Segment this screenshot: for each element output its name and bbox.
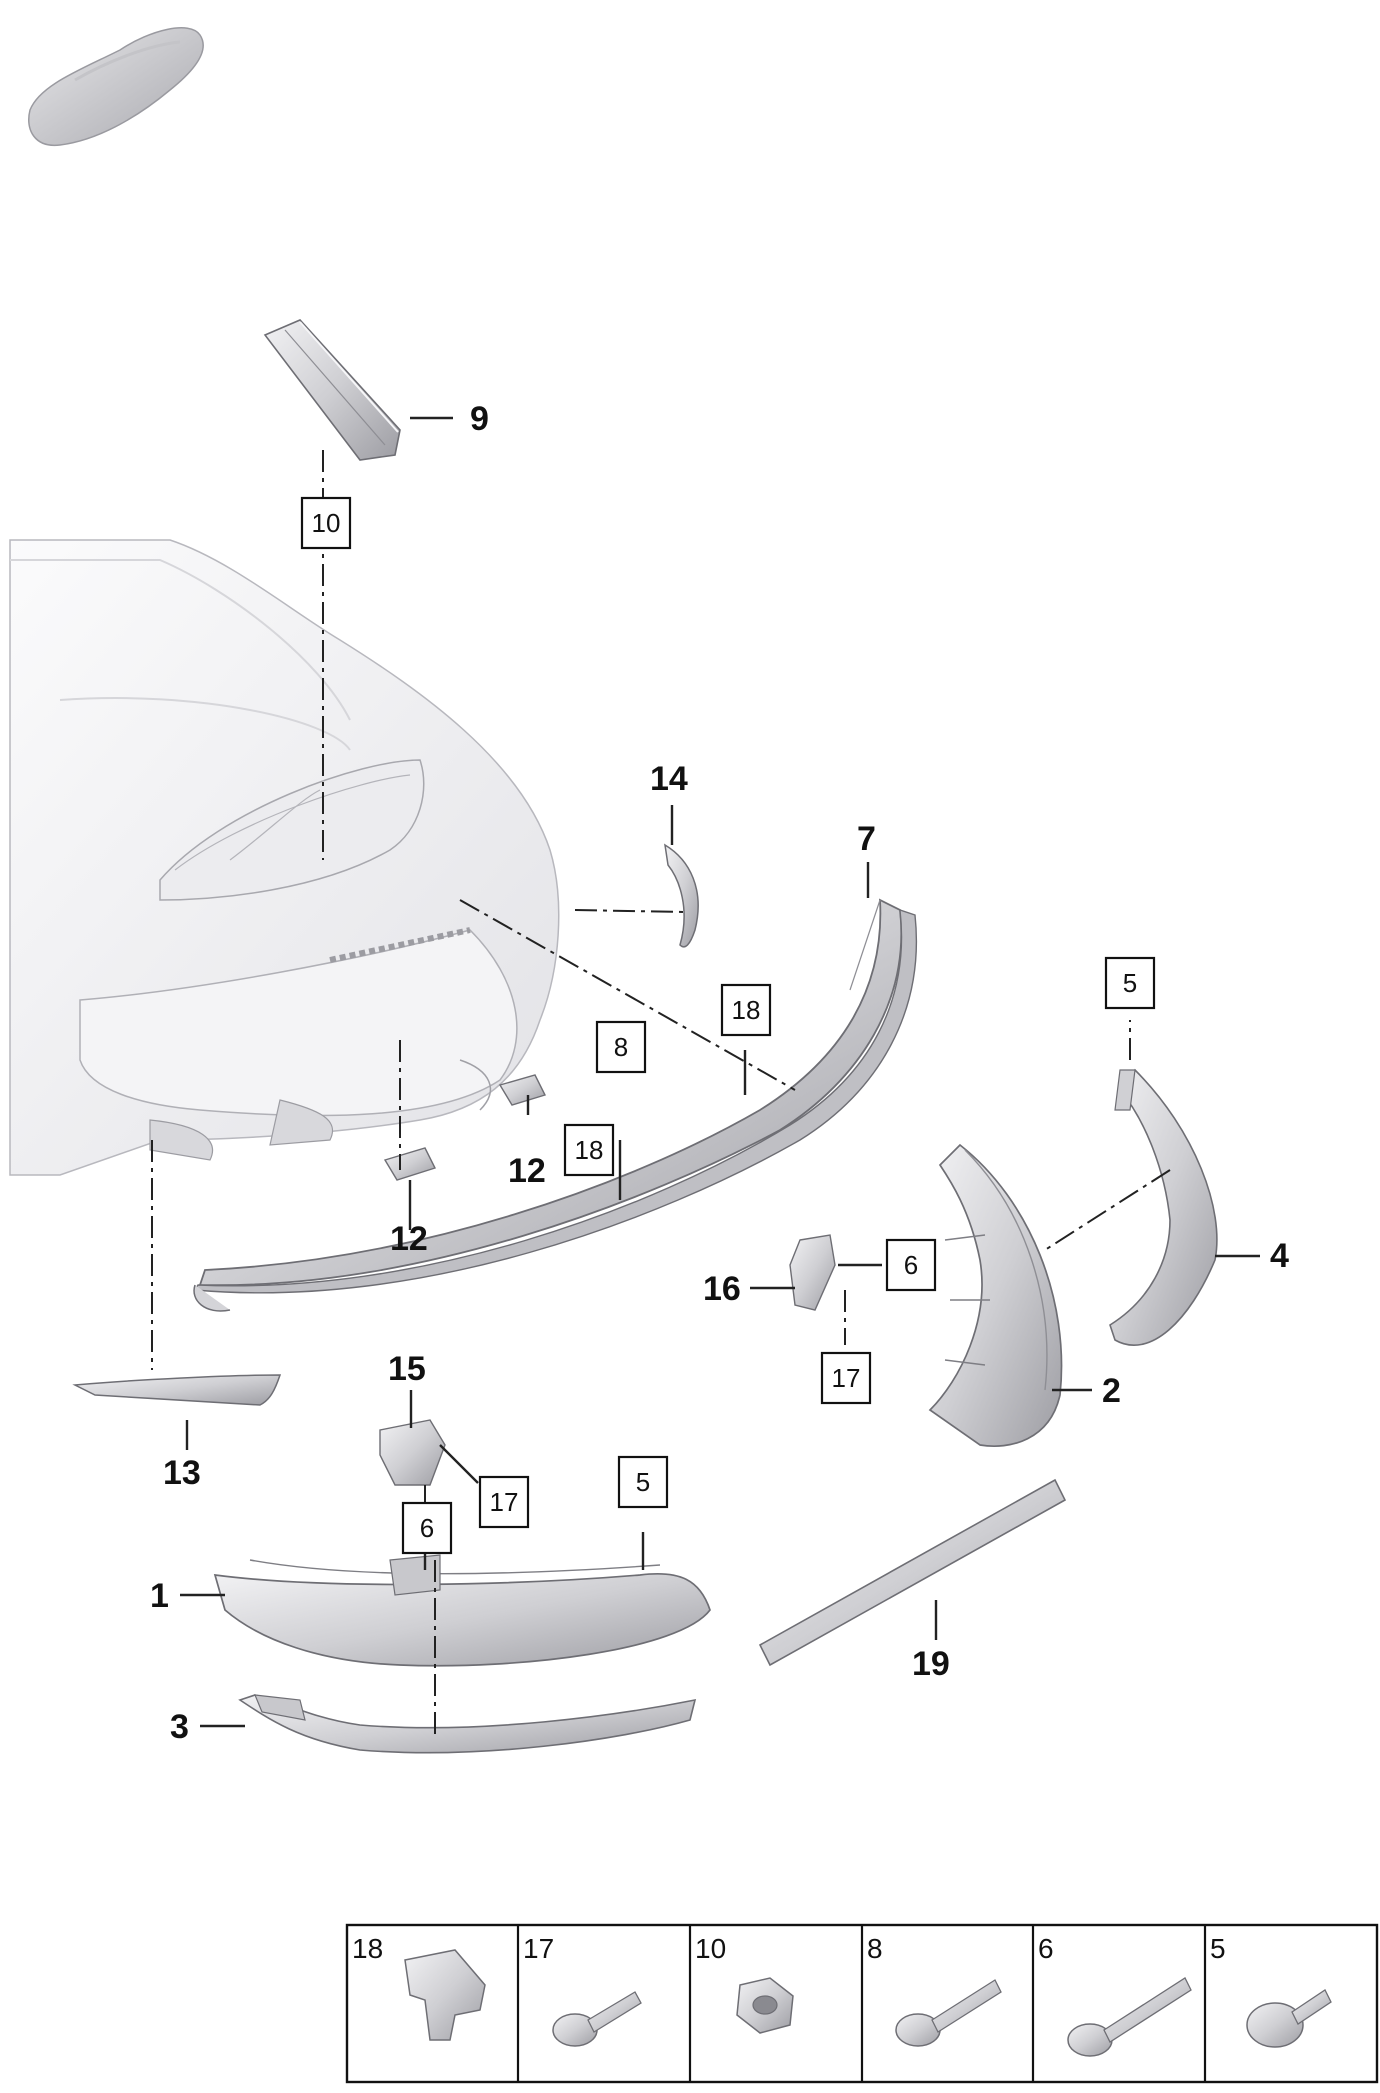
- callout-4: 4: [1270, 1237, 1289, 1275]
- part-9-trim-strip: [263, 319, 401, 461]
- callout-13: 13: [163, 1454, 201, 1492]
- callout-1: 1: [150, 1577, 169, 1615]
- boxed-ref-5-lower: 5: [636, 1467, 650, 1497]
- part-4-outer-trim: [1109, 1068, 1218, 1346]
- legend-number-6: 6: [1038, 1933, 1054, 1964]
- callout-9: 9: [470, 400, 489, 438]
- boxed-ref-17-lower: 17: [490, 1487, 519, 1517]
- long-screw-icon: [895, 1979, 1002, 2047]
- legend-number-8: 8: [867, 1933, 883, 1964]
- fastener-legend: 18 17 10 8 6 5: [345, 1923, 1379, 2084]
- part-15-bracket: [379, 1419, 446, 1486]
- boxed-ref-18-upper: 18: [732, 995, 761, 1025]
- car-thumbnail-icon: [28, 27, 204, 146]
- callout-14: 14: [650, 760, 688, 798]
- callout-2: 2: [1102, 1372, 1121, 1410]
- boxed-ref-10: 10: [312, 508, 341, 538]
- callout-3: 3: [170, 1708, 189, 1746]
- torx-screw-icon: [552, 1991, 642, 2047]
- long-bolt-icon: [1067, 1977, 1192, 2057]
- part-13-reflector-strip: [72, 1374, 282, 1406]
- legend-number-18: 18: [352, 1933, 383, 1964]
- callout-16: 16: [703, 1270, 741, 1308]
- boxed-ref-5-upper: 5: [1123, 968, 1137, 998]
- car-rear-body: [9, 539, 560, 1176]
- boxed-ref-17-upper: 17: [832, 1363, 861, 1393]
- boxed-ref-18-lower: 18: [575, 1135, 604, 1165]
- legend-number-5: 5: [1210, 1933, 1226, 1964]
- boxed-ref-8: 8: [614, 1032, 628, 1062]
- part-2-taillight-housing: [928, 1143, 1063, 1447]
- leader-lines: [180, 416, 1260, 1728]
- part-1-lower-light: [213, 1554, 711, 1667]
- part-16-bracket: [789, 1234, 836, 1311]
- callout-15: 15: [388, 1350, 426, 1388]
- part-12-clip-b: [383, 1147, 436, 1181]
- callout-7: 7: [857, 820, 876, 858]
- part-19-light-strip: [758, 1478, 1067, 1667]
- part-7-carrier-strip: [193, 898, 917, 1312]
- flange-screw-icon: [1246, 1989, 1332, 2048]
- boxed-ref-6-upper: 6: [904, 1250, 918, 1280]
- hex-nut-icon: [736, 1977, 794, 2034]
- legend-number-17: 17: [523, 1933, 554, 1964]
- legend-number-10: 10: [695, 1933, 726, 1964]
- callout-labels: 9 14 7 12 12 4 16 2 15 13 1 3 19: [150, 400, 1289, 1746]
- boxed-references: 10 18 8 18 5 6 17 17 5 6: [300, 496, 1156, 1555]
- part-3-lower-trim: [238, 1694, 697, 1754]
- boxed-ref-6-lower: 6: [420, 1513, 434, 1543]
- callout-19: 19: [912, 1645, 950, 1683]
- part-14-bracket: [664, 843, 699, 948]
- callout-12-left: 12: [390, 1220, 428, 1258]
- clip-icon: [404, 1949, 486, 2041]
- part-12-clip-a: [498, 1074, 546, 1106]
- callout-12-right: 12: [508, 1152, 546, 1190]
